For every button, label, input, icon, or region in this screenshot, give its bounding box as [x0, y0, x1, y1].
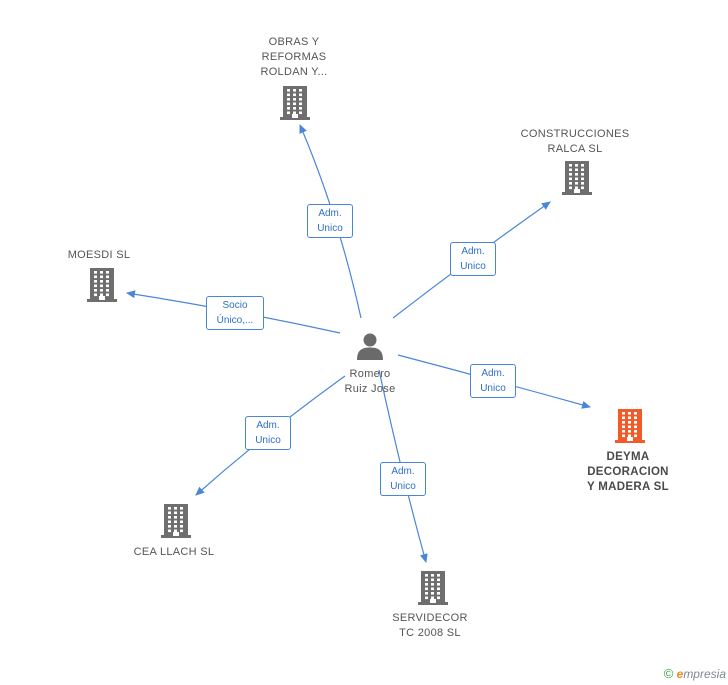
building-icon[interactable] [87, 268, 117, 307]
role-tag-construcciones: Adm. Unico [450, 242, 496, 276]
company-label-obras[interactable]: OBRAS Y REFORMAS ROLDAN Y... [260, 36, 328, 78]
role-tag-cea: Adm. Unico [245, 416, 291, 450]
company-label-cea[interactable]: CEA LLACH SL [133, 546, 215, 558]
company-label-deyma[interactable]: DEYMA DECORACION Y MADERA SL [587, 451, 669, 493]
company-label-moesdi[interactable]: MOESDI SL [67, 249, 131, 261]
role-tag-moesdi: Socio Único,... [206, 296, 264, 330]
brand-name: mpresia [683, 667, 726, 681]
building-icon[interactable] [161, 504, 191, 543]
building-icon[interactable] [562, 161, 592, 200]
copyright-icon: © [663, 666, 674, 681]
person-icon[interactable] [356, 332, 384, 365]
center-person-name[interactable]: Romero Ruiz Jose [344, 368, 396, 395]
company-label-servidecor[interactable]: SERVIDECOR TC 2008 SL [392, 612, 468, 639]
brand-logo-e: e [676, 667, 684, 681]
role-tag-servidecor: Adm. Unico [380, 462, 426, 496]
footer-brand: © empresia [664, 666, 726, 681]
building-icon[interactable] [615, 409, 645, 448]
company-label-construcciones[interactable]: CONSTRUCCIONES RALCA SL [520, 128, 630, 155]
building-icon[interactable] [280, 86, 310, 125]
role-tag-obras: Adm. Unico [307, 204, 353, 238]
role-tag-deyma: Adm. Unico [470, 364, 516, 398]
building-icon[interactable] [418, 571, 448, 610]
